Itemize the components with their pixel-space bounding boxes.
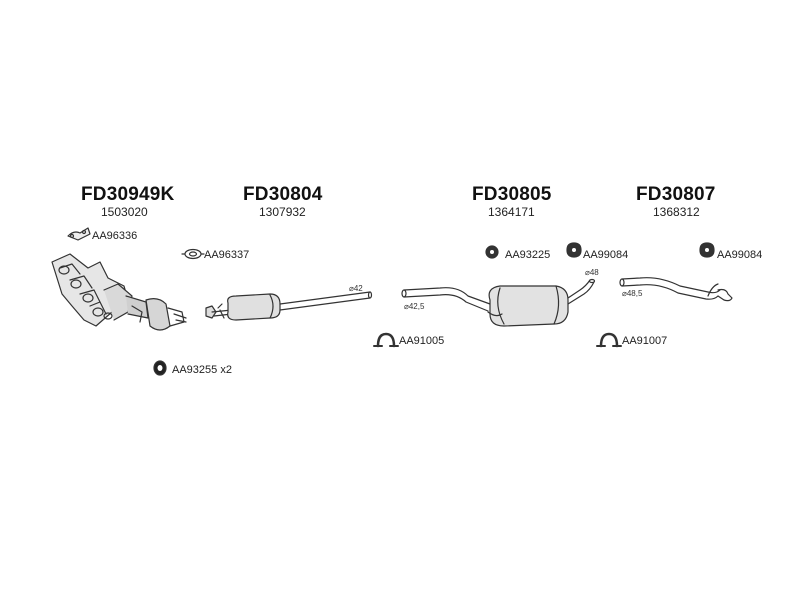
accessory-label-aa93225: AA93225 — [505, 249, 551, 261]
accessory-label-aa96337: AA96337 — [204, 249, 250, 261]
diameter-label-48-5: ⌀48,5 — [622, 289, 643, 298]
oval-gasket-icon — [181, 248, 205, 260]
part-code-fd30805: FD30805 — [472, 184, 552, 205]
part-code-fd30807: FD30807 — [636, 184, 716, 205]
rubber-hanger-icon — [699, 242, 715, 258]
bracket-icon — [485, 245, 499, 259]
tail-pipe-drawing — [619, 277, 733, 302]
rear-silencer-drawing — [401, 278, 596, 327]
clamp-icon — [373, 332, 399, 348]
nut-icon — [153, 360, 167, 376]
middle-silencer-drawing — [205, 291, 373, 321]
accessory-label-aa96336: AA96336 — [92, 230, 138, 242]
oem-number-1364171: 1364171 — [488, 205, 535, 219]
gasket-icon — [67, 227, 91, 241]
oem-number-1368312: 1368312 — [653, 205, 700, 219]
clamp-icon — [596, 332, 622, 348]
manifold-catalyst-drawing — [51, 253, 187, 331]
oem-number-1503020: 1503020 — [101, 205, 148, 219]
accessory-label-aa91007: AA91007 — [622, 335, 668, 347]
accessory-label-aa91005: AA91005 — [399, 335, 445, 347]
accessory-label-aa93255: AA93255 x2 — [172, 364, 232, 376]
oem-number-1307932: 1307932 — [259, 205, 306, 219]
rubber-hanger-icon — [566, 242, 582, 258]
part-code-fd30949k: FD30949K — [81, 184, 175, 205]
diameter-label-42-5: ⌀42,5 — [404, 302, 425, 311]
accessory-label-aa99084-a: AA99084 — [583, 249, 629, 261]
accessory-label-aa99084-b: AA99084 — [717, 249, 763, 261]
diameter-label-42: ⌀42 — [349, 284, 363, 293]
diameter-label-48: ⌀48 — [585, 268, 599, 277]
part-code-fd30804: FD30804 — [243, 184, 323, 205]
